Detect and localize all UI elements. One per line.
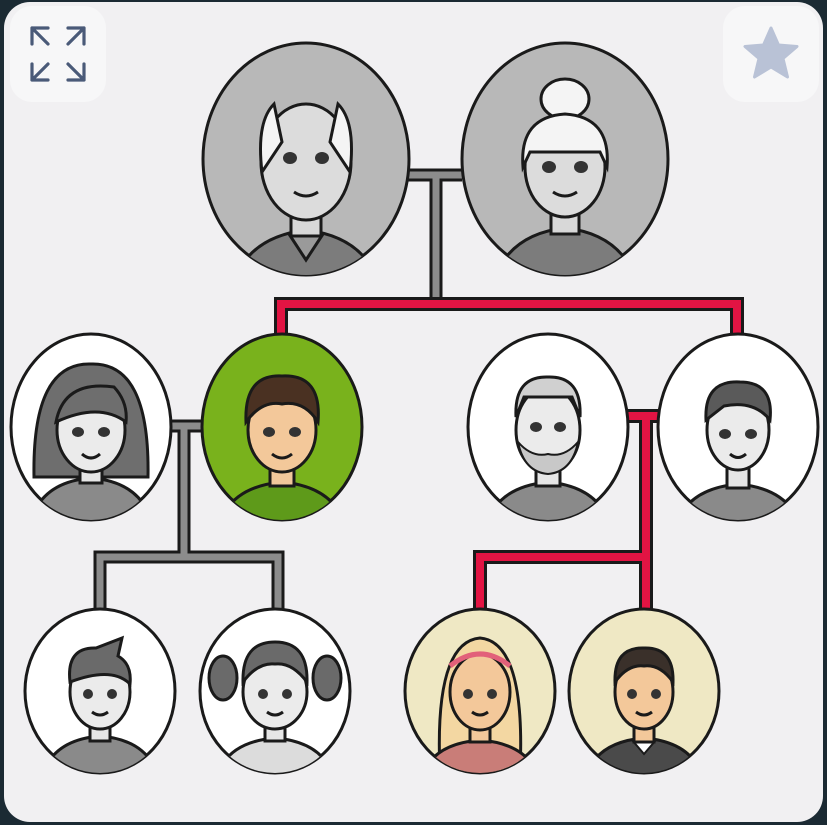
- cousin-girl-node[interactable]: [198, 607, 352, 777]
- family-tree-diagram: [9, 41, 820, 777]
- grandmother-node[interactable]: [460, 41, 670, 282]
- gray-link-grandparents: [408, 168, 462, 298]
- cousin-boy-node[interactable]: [23, 607, 177, 777]
- red-link-generation-2: [274, 297, 744, 340]
- daughter-node-highlight[interactable]: [403, 607, 557, 777]
- connectors: [93, 168, 744, 614]
- grandfather-node[interactable]: [201, 41, 411, 282]
- expand-arrows-icon: [30, 26, 86, 82]
- gray-link-left-family: [93, 419, 285, 612]
- uncle-node[interactable]: [466, 332, 630, 527]
- daughter-avatar: [419, 636, 541, 773]
- father-node-selected[interactable]: [200, 332, 364, 527]
- son-node-highlight[interactable]: [567, 607, 721, 777]
- aunt-node[interactable]: [9, 332, 173, 527]
- family-tree-board: [4, 2, 823, 822]
- mother-node[interactable]: [656, 332, 820, 527]
- star-icon: [743, 26, 799, 79]
- red-link-right-family: [473, 409, 660, 614]
- fullscreen-button[interactable]: [10, 6, 106, 102]
- aunt-avatar: [27, 362, 155, 520]
- favorite-button[interactable]: [723, 6, 819, 102]
